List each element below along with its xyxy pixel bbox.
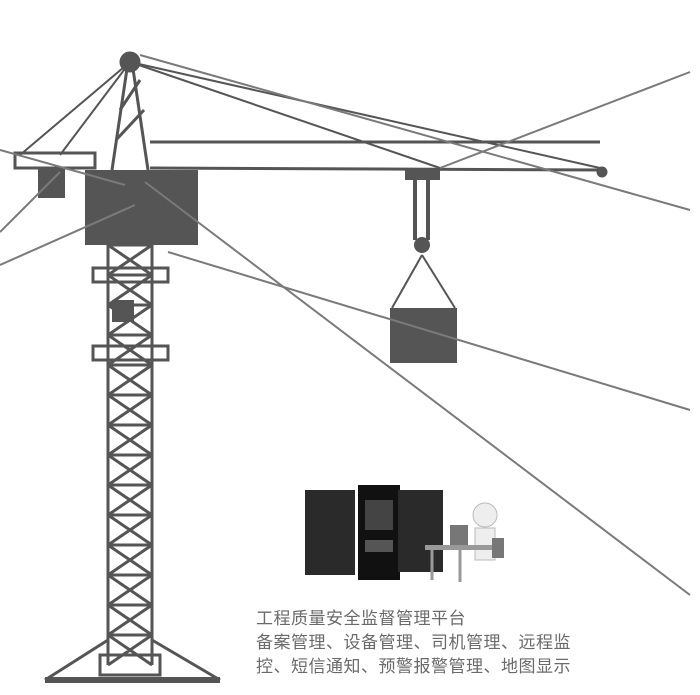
crane-cabin [85, 170, 198, 245]
tower-crane [13, 51, 608, 683]
platform-title: 工程质量安全监督管理平台 [256, 609, 466, 629]
crane-tower-top [110, 51, 150, 171]
server-cluster [305, 485, 443, 580]
feature-list-line-2: 控、短信通知、预警报警管理、地图显示 [256, 657, 571, 677]
crane-jib [149, 140, 608, 178]
monitoring-signal-lines [0, 54, 691, 596]
hook-block [414, 237, 430, 253]
counterweight [38, 168, 65, 198]
crane-base [44, 638, 221, 683]
jib-trolley [405, 170, 440, 180]
crane-mast [106, 243, 154, 667]
operator-at-desk [425, 502, 504, 582]
feature-list-line-1: 备案管理、设备管理、司机管理、远程监 [256, 633, 571, 653]
